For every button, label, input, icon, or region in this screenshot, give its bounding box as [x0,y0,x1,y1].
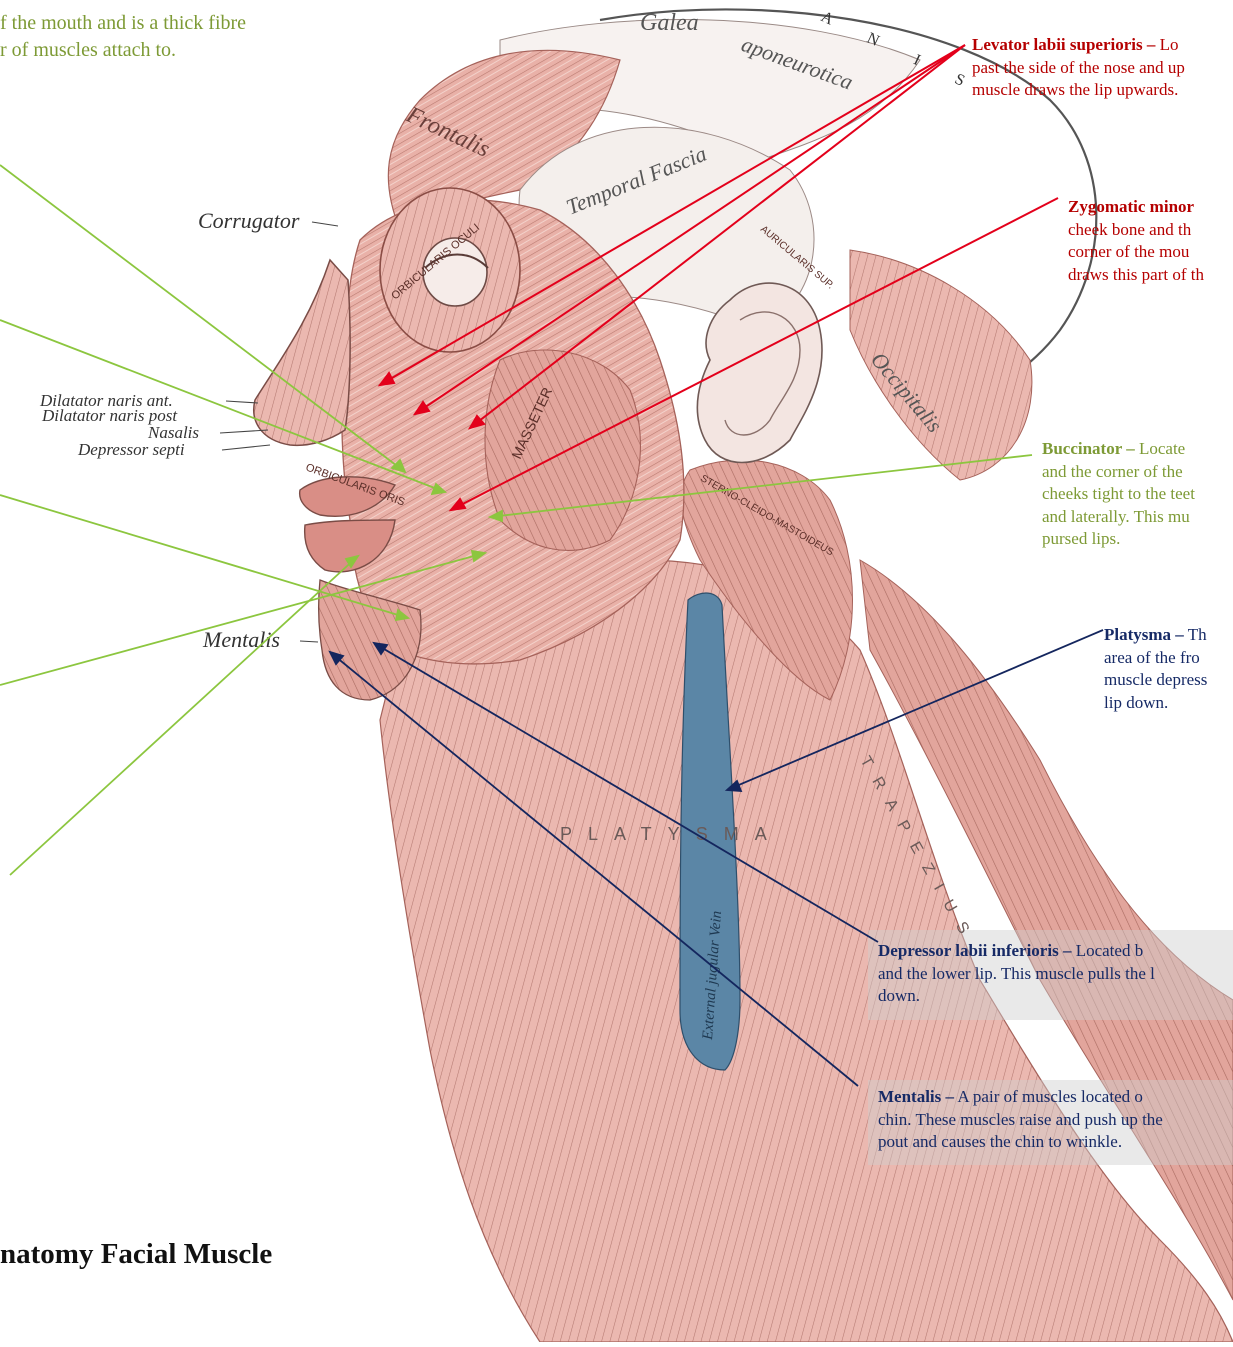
annotation-platysma-l4: lip down. [1104,692,1233,715]
annotation-mentalis-l3: pout and causes the chin to wrinkle. [878,1131,1233,1154]
annotation-depressor-title: Depressor labii inferioris – [878,941,1071,960]
annotation-platysma-l2: area of the fro [1104,647,1233,670]
annotation-buccinator-l5: pursed lips. [1042,528,1233,551]
annotation-buccinator-l1: Locate [1139,439,1185,458]
annotation-levator-title: Levator labii superioris – [972,35,1155,54]
annotation-platysma: Platysma – Th area of the fro muscle dep… [1104,624,1233,714]
annotation-platysma-l3: muscle depress [1104,669,1233,692]
label-galea: Galea [640,10,699,36]
annotation-depressor-l2: and the lower lip. This muscle pulls the… [878,963,1233,986]
intro-line-2: r of muscles attach to. [0,37,360,64]
annotation-depressor-l3: down. [878,985,1233,1008]
annotation-mentalis-title: Mentalis – [878,1087,954,1106]
label-corrugator: Corrugator [198,208,300,233]
annotation-depressor-l1: Located b [1076,941,1144,960]
annotation-levator-l3: muscle draws the lip upwards. [972,79,1233,102]
annotation-depressor: Depressor labii inferioris – Located b a… [878,940,1233,1008]
annotation-buccinator-l4: and laterally. This mu [1042,506,1233,529]
leader-mentalis [300,641,318,642]
annotation-zygomatic-l1: cheek bone and th [1068,219,1233,242]
annotation-mentalis: Mentalis – A pair of muscles located o c… [878,1086,1233,1154]
annotation-buccinator-l3: cheeks tight to the teet [1042,483,1233,506]
label-platysma: PLATYSMA [560,824,783,844]
annotation-zygomatic-l3: draws this part of th [1068,264,1233,287]
annotation-levator-l2: past the side of the nose and up [972,57,1233,80]
leader-depressor-septi [222,445,270,450]
intro-line-1: f the mouth and is a thick fibre [0,10,360,37]
nose [254,260,350,445]
label-mentalis-illus: Mentalis [202,627,280,652]
annotation-mentalis-l2: chin. These muscles raise and push up th… [878,1109,1233,1132]
intro-text: f the mouth and is a thick fibre r of mu… [0,10,360,64]
annotation-buccinator-l2: and the corner of the [1042,461,1233,484]
label-depressor-septi: Depressor septi [77,440,185,459]
annotation-platysma-title: Platysma – [1104,625,1184,644]
leader-corrugator [312,222,338,226]
annotation-zygomatic: Zygomatic minor cheek bone and th corner… [1068,196,1233,286]
leader-nasalis [220,430,268,433]
annotation-buccinator: Buccinator – Locate and the corner of th… [1042,438,1233,551]
annotation-zygomatic-l2: corner of the mou [1068,241,1233,264]
masseter-muscle [485,350,640,550]
annotation-levator: Levator labii superioris – Lo past the s… [972,34,1233,102]
page-title: natomy Facial Muscle [0,1238,272,1271]
leader-dilatator-ant [226,401,258,403]
annotation-mentalis-l1: A pair of muscles located o [957,1087,1143,1106]
annotation-platysma-l1: Th [1188,625,1207,644]
annotation-buccinator-title: Buccinator – [1042,439,1135,458]
annotation-zygomatic-title: Zygomatic minor [1068,197,1194,216]
annotation-levator-l1: Lo [1160,35,1179,54]
